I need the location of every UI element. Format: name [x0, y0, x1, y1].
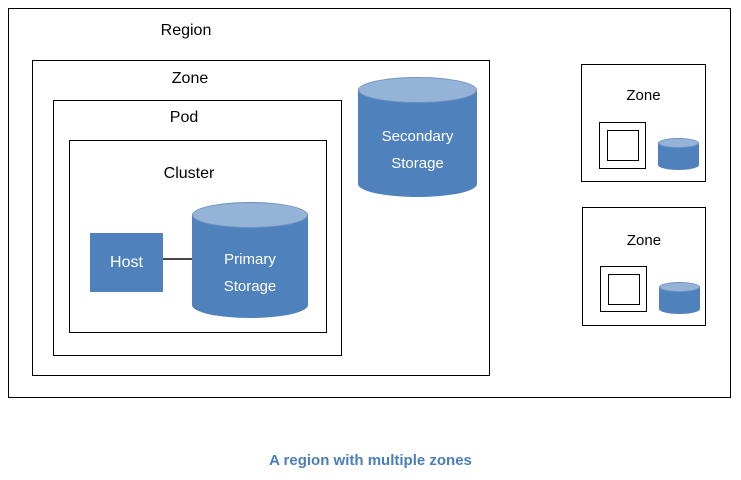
primary-storage-label: Primary Storage — [192, 228, 308, 318]
region-label: Region — [160, 22, 212, 39]
cluster-box — [69, 140, 327, 333]
mini-zone-2-box: Zone — [582, 207, 706, 326]
caption: A region with multiple zones — [269, 452, 472, 469]
primary-storage-cylinder: Primary Storage — [192, 202, 308, 318]
pod-box — [53, 100, 342, 356]
mini-zone-1-box: Zone — [581, 64, 706, 182]
zone-box — [32, 60, 490, 376]
secondary-storage-label-line1: Secondary — [381, 128, 454, 145]
mini-storage-cylinder — [659, 282, 700, 314]
secondary-storage-label-line2: Storage — [391, 155, 444, 172]
cylinder-body — [358, 90, 477, 197]
mini-host-inner-square — [607, 273, 640, 305]
cylinder-top — [658, 138, 699, 148]
cylinder-body — [192, 215, 308, 318]
zone-label: Zone — [171, 70, 209, 87]
primary-storage-label-line2: Storage — [223, 278, 277, 295]
cylinder-top — [358, 77, 477, 103]
region-box — [8, 8, 731, 398]
cluster-label: Cluster — [163, 165, 215, 182]
cylinder-top — [192, 202, 308, 228]
mini-host-inner-square — [606, 130, 639, 161]
secondary-storage-label: Secondary Storage — [358, 103, 477, 197]
primary-storage-label-line1: Primary — [224, 251, 276, 268]
mini-host-outer-square — [600, 266, 647, 312]
host-label: Host — [110, 253, 143, 271]
mini-zone-2-label: Zone — [626, 232, 662, 249]
host-box: Host — [90, 233, 163, 292]
host-primary-connector — [163, 258, 193, 260]
cylinder-top — [659, 282, 700, 292]
mini-storage-cylinder — [658, 138, 699, 170]
mini-zone-1-label: Zone — [626, 87, 661, 104]
pod-label: Pod — [169, 109, 199, 126]
secondary-storage-cylinder: Secondary Storage — [358, 77, 477, 197]
mini-host-outer-square — [599, 122, 646, 169]
